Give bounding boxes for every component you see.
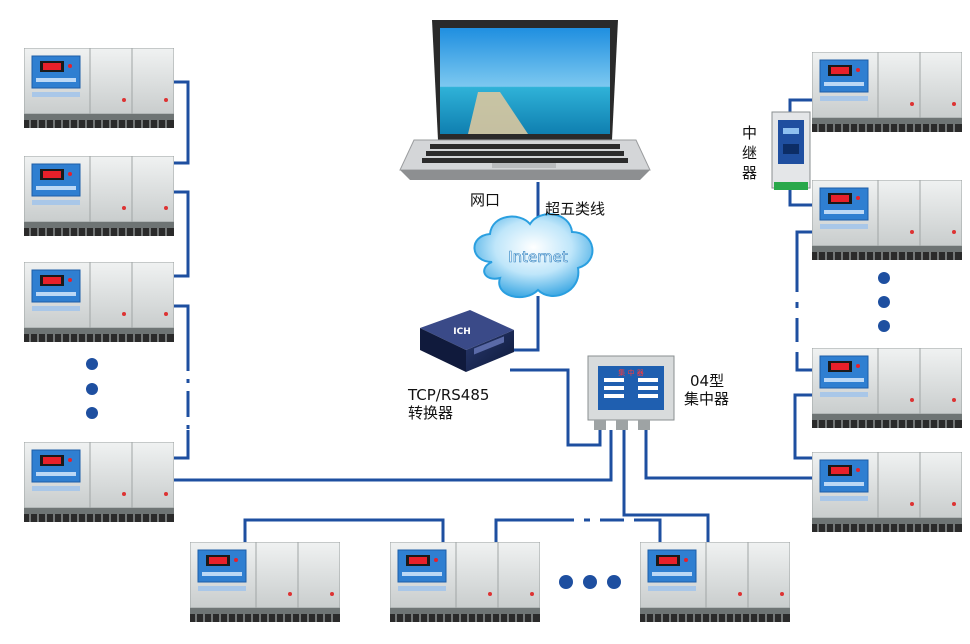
ellipsis-left	[86, 358, 98, 419]
meter-right-4	[812, 452, 962, 532]
concentrator-label-line1: 04型	[690, 372, 724, 390]
converter-label-line1: TCP/RS485	[407, 386, 489, 404]
meter-left-1	[24, 48, 174, 128]
converter-logo: ICH	[453, 327, 471, 337]
repeater-label-char1: 中	[742, 124, 757, 142]
repeater-label-char3: 器	[742, 164, 757, 182]
meters-left-column	[24, 48, 174, 522]
meters-right-column	[812, 52, 962, 532]
internet-cloud-icon	[473, 213, 594, 299]
meter-right-3	[812, 348, 962, 428]
laptop-icon	[399, 20, 651, 180]
meter-bottom-2	[390, 542, 540, 622]
repeater-label-char2: 继	[742, 144, 757, 162]
wiring	[172, 80, 818, 550]
ellipsis-right	[878, 272, 890, 332]
cat5e-cable-label: 超五类线	[545, 200, 605, 218]
meter-bottom-3	[640, 542, 790, 622]
repeater-device-icon	[771, 111, 811, 190]
converter-device-icon	[420, 310, 514, 372]
meters-bottom-row	[190, 542, 790, 622]
meter-bottom-1	[190, 542, 340, 622]
internet-label: Internet	[508, 248, 568, 266]
meter-right-1	[812, 52, 962, 132]
concentrator-device-icon	[587, 355, 675, 430]
meter-left-2	[24, 156, 174, 236]
converter-label-line2: 转换器	[408, 404, 453, 422]
concentrator-panel-text: 集 中 器	[618, 368, 643, 377]
net-port-label: 网口	[470, 191, 500, 209]
meter-left-4	[24, 442, 174, 522]
meter-right-2	[812, 180, 962, 260]
concentrator-label-line2: 集中器	[684, 390, 729, 408]
meter-left-3	[24, 262, 174, 342]
ellipsis-bottom	[559, 575, 621, 589]
